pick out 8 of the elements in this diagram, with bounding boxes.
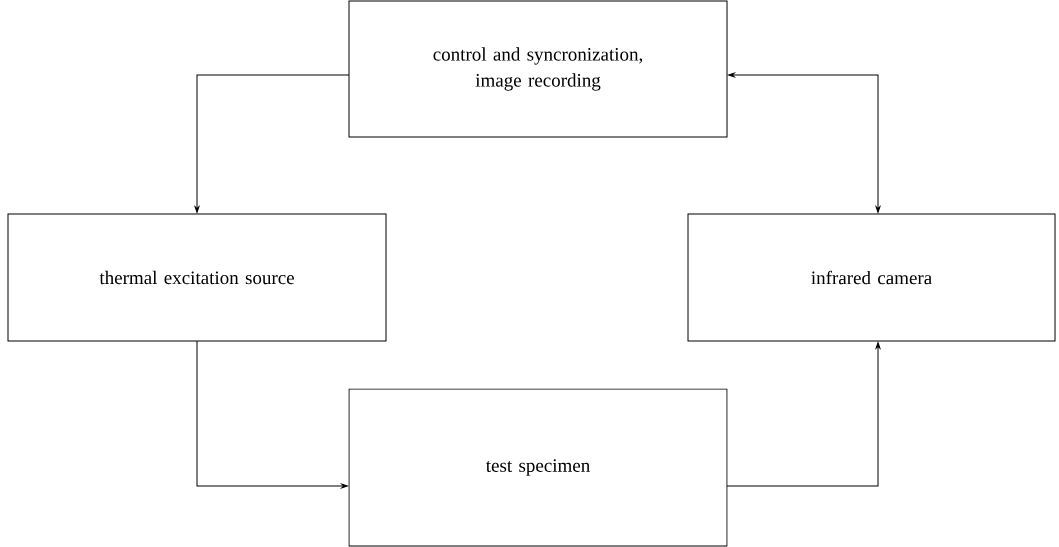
arrow [194,74,350,213]
process-box: thermal excitation source [7,213,387,342]
process-box: infrared camera [687,213,1056,342]
process-box: test specimen [348,388,728,547]
process-box: control and syncronization, image recording [348,0,728,138]
arrow [728,72,881,213]
arrow [726,342,881,487]
arrow [196,340,348,489]
